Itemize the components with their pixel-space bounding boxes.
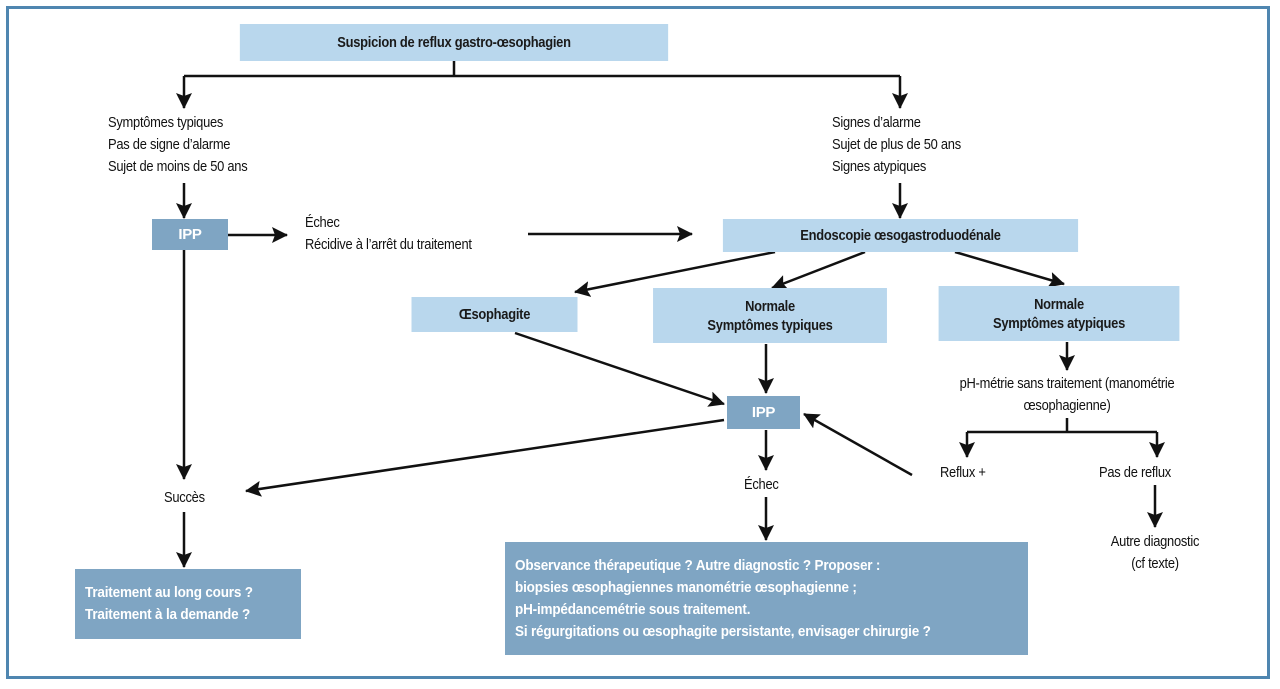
node-normal-typical: Normale Symptômes typiques — [653, 288, 887, 343]
edge-phmetry-split — [967, 418, 1157, 434]
node-line: Si régurgitations ou œsophagite persista… — [515, 622, 931, 640]
node-line: œsophagienne) — [1023, 397, 1111, 414]
node-line: Échec — [305, 214, 340, 231]
node-line: Signes d’alarme — [832, 114, 921, 131]
edge-reflux-ipp2 — [803, 412, 913, 477]
node-label: Suspicion de reflux gastro-œsophagien — [337, 34, 571, 51]
node-failure: Échec — [744, 474, 779, 496]
node-label: Normale — [1034, 295, 1084, 313]
node-line: (cf texte) — [1131, 555, 1179, 572]
node-line: Sujet de plus de 50 ans — [832, 136, 961, 153]
edge-ipp2-success — [245, 418, 725, 497]
node-failure-relapse: Échec Récidive à l’arrêt du traitement — [305, 212, 472, 256]
node-line: biopsies œsophagiennes manométrie œsopha… — [515, 578, 857, 596]
node-label: Symptômes typiques — [707, 316, 833, 334]
node-alarm-signs: Signes d’alarme Sujet de plus de 50 ans … — [832, 112, 961, 178]
node-endoscopy: Endoscopie œsogastroduodénale — [722, 219, 1079, 252]
node-ph-metry: pH-métrie sans traitement (manométrie œs… — [938, 373, 1196, 417]
node-label: Symptômes atypiques — [992, 314, 1126, 332]
node-further-workup: Observance thérapeutique ? Autre diagnos… — [505, 542, 1028, 655]
node-label: IPP — [178, 226, 202, 243]
edge-endoscopy-normal-atyp — [954, 250, 1065, 288]
node-line: Sujet de moins de 50 ans — [108, 158, 248, 175]
node-ipp-second-line: IPP — [727, 396, 800, 429]
node-line: pH-métrie sans traitement (manométrie — [959, 375, 1175, 392]
node-suspicion-rgo: Suspicion de reflux gastro-œsophagien — [239, 24, 669, 61]
node-typical-symptoms: Symptômes typiques Pas de signe d’alarme… — [108, 112, 248, 178]
node-line: Traitement à la demande ? — [85, 606, 251, 623]
node-line: Récidive à l’arrêt du traitement — [305, 236, 472, 253]
node-label: IPP — [751, 404, 776, 421]
node-line: Succès — [164, 489, 205, 506]
node-reflux-positive: Reflux + — [940, 462, 986, 484]
node-other-diagnosis: Autre diagnostic (cf texte) — [1095, 531, 1215, 575]
node-success: Succès — [164, 487, 205, 509]
node-line: Échec — [744, 476, 779, 493]
node-line: Pas de signe d’alarme — [108, 136, 231, 153]
node-oesophagitis: Œsophagite — [411, 297, 578, 332]
node-label: Endoscopie œsogastroduodénale — [800, 227, 1001, 244]
node-line: Symptômes typiques — [108, 114, 224, 131]
node-normal-atypical: Normale Symptômes atypiques — [938, 286, 1180, 341]
node-line: Pas de reflux — [1099, 464, 1171, 481]
node-line: Signes atypiques — [832, 158, 927, 175]
edge-oesophagite-ipp2 — [514, 331, 725, 407]
node-label: Normale — [745, 297, 795, 315]
node-line: pH-impédancemétrie sous traitement. — [515, 600, 751, 618]
node-long-term-treatment: Traitement au long cours ? Traitement à … — [75, 569, 301, 639]
node-line: Traitement au long cours ? — [85, 584, 253, 601]
edge-root-split — [184, 61, 900, 78]
node-no-reflux: Pas de reflux — [1099, 462, 1171, 484]
node-label: Œsophagite — [458, 306, 531, 323]
node-line: Observance thérapeutique ? Autre diagnos… — [515, 556, 881, 574]
node-line: Reflux + — [940, 464, 986, 481]
edge-endoscopy-normal-typ — [771, 250, 866, 291]
edge-endoscopy-oesophagite — [574, 250, 776, 297]
node-line: Autre diagnostic — [1110, 533, 1200, 550]
node-ipp-first-line: IPP — [152, 219, 228, 250]
